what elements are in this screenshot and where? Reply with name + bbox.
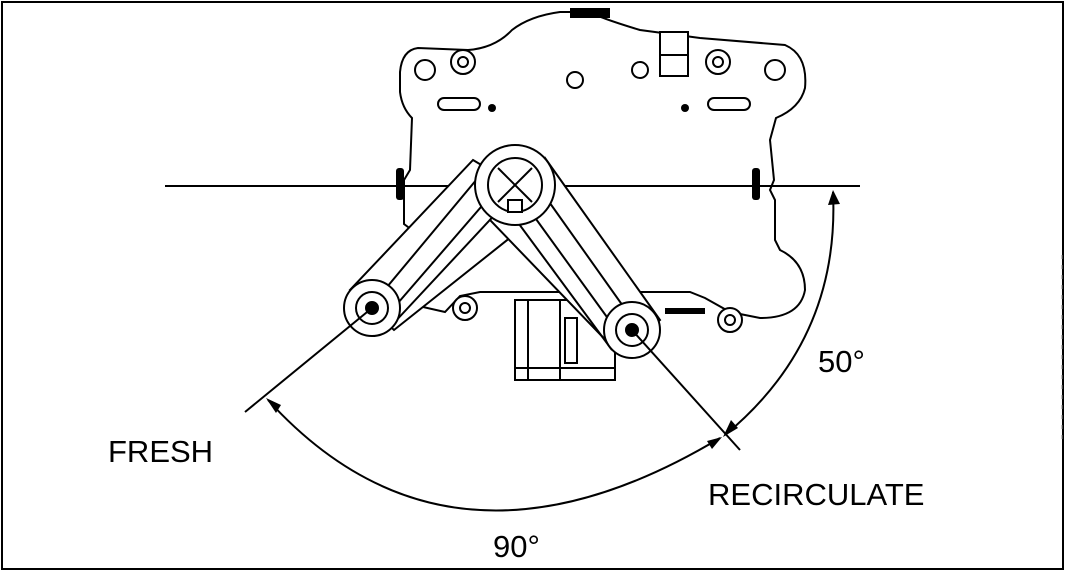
label-fresh: FRESH <box>108 434 213 469</box>
angle-arc-90 <box>267 399 721 512</box>
fresh-extension-line <box>244 307 373 413</box>
side-clips <box>396 168 760 200</box>
recirculate-extension-line <box>631 329 741 451</box>
label-angle-90: 90° <box>493 529 540 564</box>
bottom-tab <box>665 308 705 314</box>
label-angle-50: 50° <box>818 344 865 379</box>
mounting-holes <box>414 49 786 333</box>
top-connector <box>659 31 689 77</box>
small-dots <box>488 104 689 112</box>
slots <box>437 97 751 111</box>
arc-arrowhead <box>266 398 281 413</box>
label-recirculate: RECIRCULATE <box>708 477 924 512</box>
pivot-hub <box>474 144 556 226</box>
angle-arc-50 <box>724 191 835 436</box>
arc-arrowhead <box>707 437 722 449</box>
top-tab <box>570 8 610 18</box>
arc-arrowhead <box>828 190 840 205</box>
arc-arrowhead <box>723 420 738 437</box>
